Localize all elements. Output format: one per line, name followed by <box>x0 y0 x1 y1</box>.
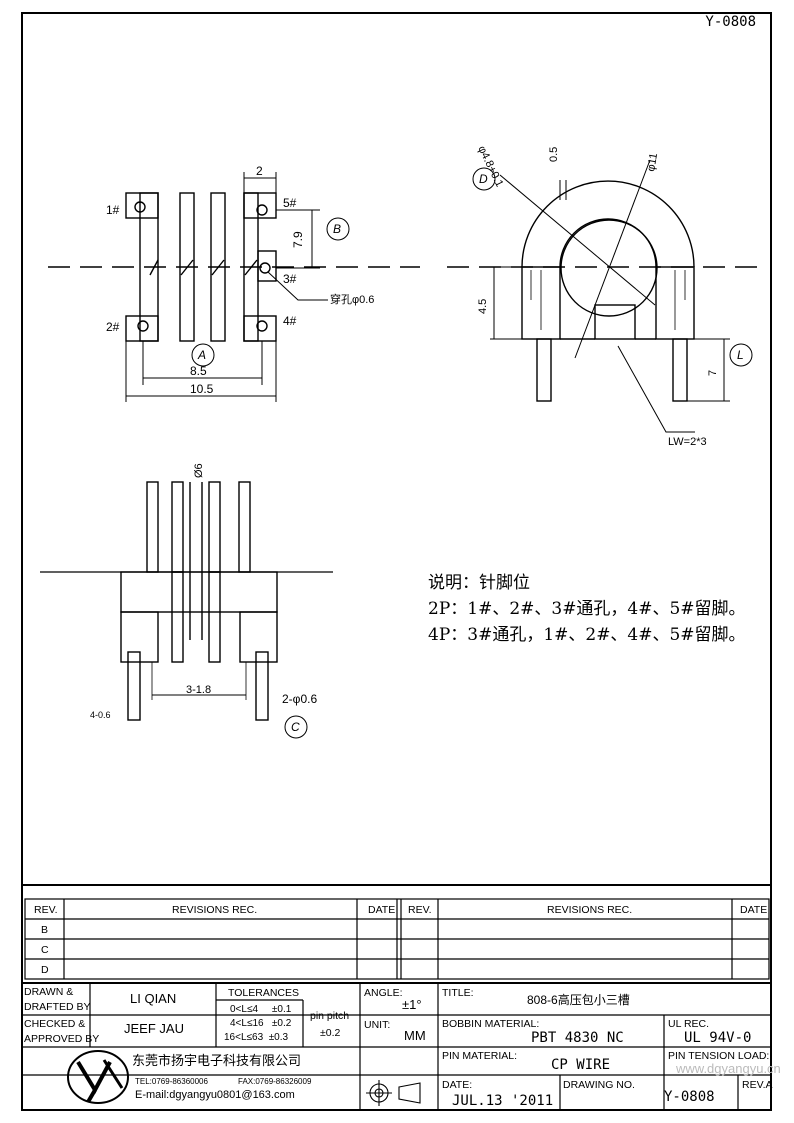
revisions-header-left: REVISIONS REC. <box>172 904 258 916</box>
detail-c: C <box>291 720 300 734</box>
tolerance-row-2: 4<L≤16 ±0.2 <box>230 1018 292 1029</box>
drawn-label-2: DRAFTED BY <box>24 1001 91 1013</box>
drawn-name: LI QIAN <box>130 991 177 1006</box>
pin-label-1: 1# <box>106 203 120 217</box>
dim-small: 4-0.6 <box>90 710 111 720</box>
checked-name: JEEF JAU <box>124 1021 184 1036</box>
pin-pitch-label: pin pitch <box>310 1010 350 1022</box>
tolerances-label: TOLERANCES <box>228 987 299 999</box>
bobbin-material-value: PBT 4830 NC <box>531 1030 624 1046</box>
angle-label: ANGLE: <box>364 987 403 999</box>
detail-a: A <box>197 348 206 362</box>
rev-row-c: C <box>41 944 49 956</box>
hole-note: 穿孔φ0.6 <box>330 292 374 306</box>
detail-b: B <box>333 222 341 236</box>
website-watermark: www.dgyangyu.cn <box>676 1061 781 1076</box>
date-header-right: DATE <box>740 904 768 916</box>
drawing-no-label: DRAWING NO. <box>563 1079 635 1091</box>
pin-label-2: 2# <box>106 320 120 334</box>
detail-l: L <box>737 348 744 362</box>
technical-drawing: 1# 2# 3# 4# 5# 2 7.9 穿孔φ0.6 8.5 10.5 A B… <box>40 144 765 739</box>
ul-value: UL 94V-0 <box>684 1030 752 1046</box>
dim-pin-length: 7 <box>707 370 719 376</box>
drawing-frame <box>21 12 772 1111</box>
notes-line-2p: 2P：1#、2#、3#通孔，4#、5#留脚。 <box>428 599 746 619</box>
dim-height: 4.5 <box>477 299 489 314</box>
notes-title: 说明：针脚位 <box>428 573 530 593</box>
rev-header-left: REV. <box>34 904 58 916</box>
dim-dia-large: φ11 <box>645 152 660 172</box>
dim-gap: 0.5 <box>548 147 560 162</box>
company-email: E-mail:dgyangyu0801@163.com <box>135 1089 295 1101</box>
dim-top: 2 <box>256 164 263 178</box>
dim-pitch: 3-1.8 <box>186 684 211 696</box>
lw-note: LW=2*3 <box>668 436 707 448</box>
pin-pitch-value: ±0.2 <box>320 1027 341 1039</box>
drawn-label-1: DRAWN & <box>24 986 74 998</box>
pin-label-5: 5# <box>283 196 297 210</box>
dim-pin: 2-φ0.6 <box>282 692 317 706</box>
dim-outer: 10.5 <box>190 382 214 396</box>
ul-label: UL REC. <box>668 1018 710 1030</box>
checked-label-1: CHECKED & <box>24 1018 86 1030</box>
angle-value: ±1° <box>402 997 422 1012</box>
dim-dia: Ø6 <box>193 463 205 478</box>
company-tel: TEL:0769-86360006 <box>135 1077 208 1086</box>
pin-tension-label: PIN TENSION LOAD: <box>668 1050 770 1062</box>
checked-label-2: APPROVED BY <box>24 1033 100 1045</box>
top-view <box>48 172 420 402</box>
title-label: TITLE: <box>442 987 474 999</box>
rev-label: REV.A <box>742 1079 773 1091</box>
company-fax: FAX:0769-86326009 <box>238 1077 312 1086</box>
dim-inner: 8.5 <box>190 364 207 378</box>
bobbin-material-label: BOBBIN MATERIAL: <box>442 1018 540 1030</box>
unit-value: MM <box>404 1028 426 1043</box>
date-value: JUL.13 '2011 <box>452 1093 554 1109</box>
unit-label: UNIT: <box>364 1019 391 1031</box>
pin-material-label: PIN MATERIAL: <box>442 1050 518 1062</box>
pin-material-value: CP WIRE <box>551 1057 611 1073</box>
drawing-no-value: Y-0808 <box>664 1089 715 1105</box>
date-header-left: DATE <box>368 904 396 916</box>
date-label: DATE: <box>442 1079 473 1091</box>
rev-row-b: B <box>41 924 49 936</box>
pin-label-4: 4# <box>283 314 297 328</box>
revisions-header-right: REVISIONS REC. <box>547 904 633 916</box>
rev-header-right: REV. <box>408 904 432 916</box>
dim-right: 7.9 <box>291 231 305 248</box>
title-value: 808-6高压包小三槽 <box>527 993 630 1007</box>
front-view <box>40 481 333 739</box>
tolerance-row-1: 0<L≤4 ±0.1 <box>230 1004 292 1015</box>
drawing-code: Y-0808 <box>705 14 756 30</box>
company-name: 东莞市扬宇电子科技有限公司 <box>132 1053 302 1068</box>
rev-row-d: D <box>41 964 49 976</box>
side-view <box>447 159 765 433</box>
detail-d: D <box>479 172 488 186</box>
tolerance-row-3: 16<L≤63 ±0.3 <box>224 1032 289 1043</box>
pin-label-3: 3# <box>283 272 297 286</box>
notes-line-4p: 4P：3#通孔，1#、2#、4#、5#留脚。 <box>428 625 746 645</box>
